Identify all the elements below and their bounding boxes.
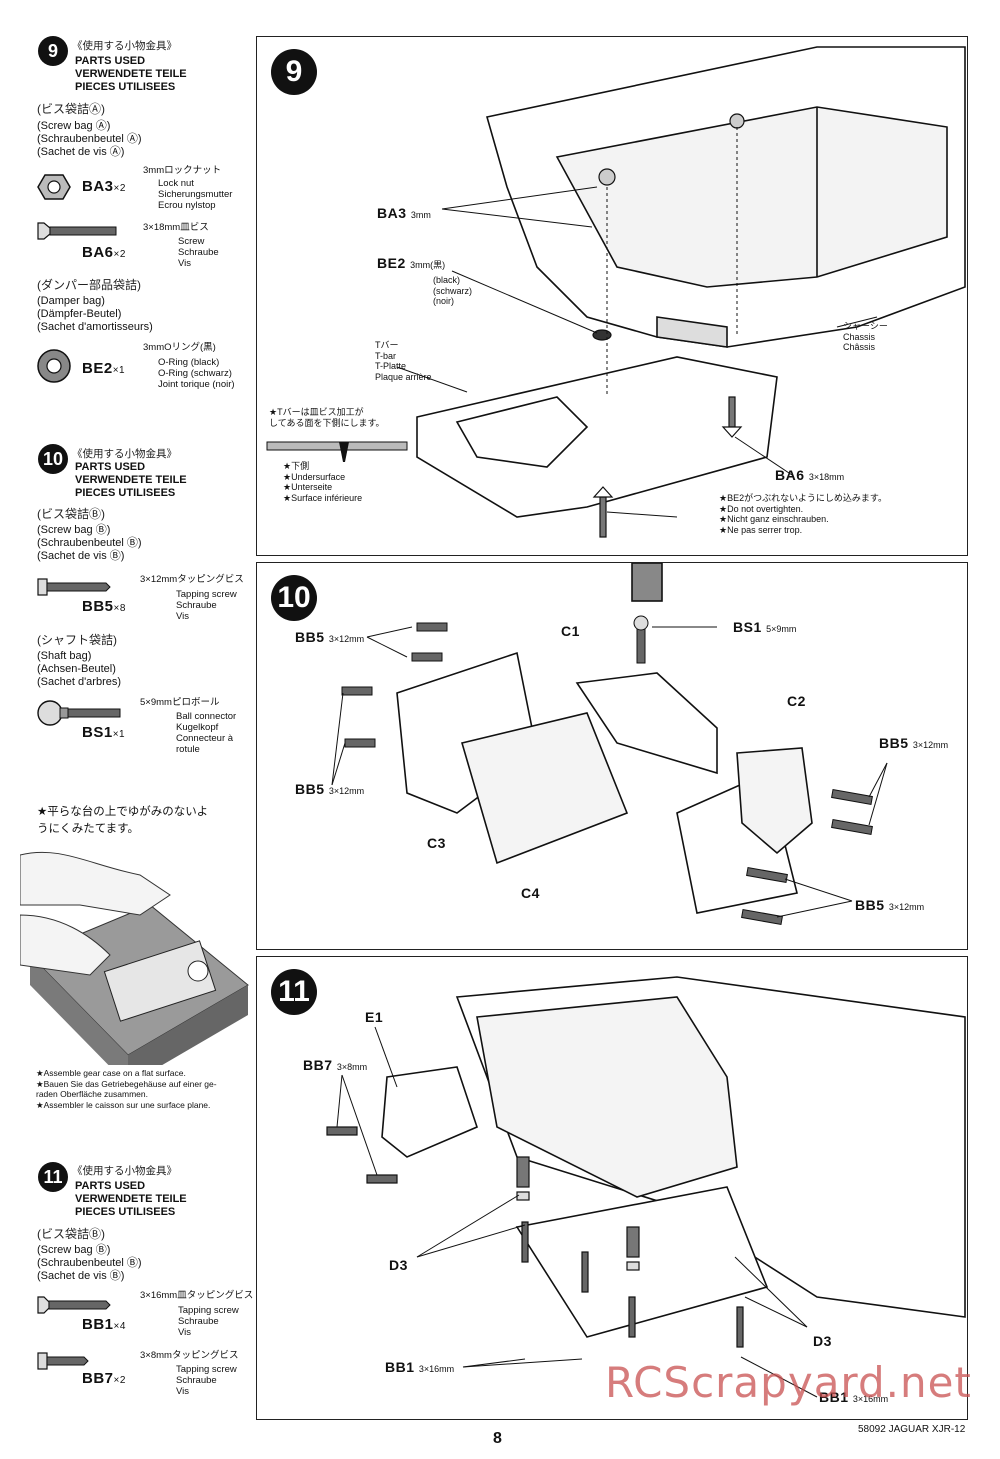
screw-bag-a-label: (Screw bag Ⓐ) (Schraubenbeutel Ⓐ) (Sache… — [37, 120, 142, 158]
tbar-orientation-note: ★Tバーは皿ビス加工がしてある面を下側にします。 — [269, 407, 385, 428]
bb1-code: BB1×4 — [82, 1316, 126, 1333]
overtighten-note: ★BE2がつぶれないようにしめ込みます。★Do not overtighten.… — [719, 493, 888, 535]
ba6-jp: 3×18mm皿ビス — [143, 222, 209, 233]
d3-label-left: D3 — [389, 1257, 408, 1273]
bs1-description: Ball connector Kugelkopf Connecteur à ro… — [176, 711, 237, 755]
bb1-label-left: BB1 3×16mm — [385, 1359, 455, 1375]
countersunk-tapping-screw-icon — [37, 1296, 111, 1314]
parts-sidebar: 9 《使用する小物金具》 PARTS USED VERWENDETE TEILE… — [0, 0, 260, 1459]
bs1-jp: 5×9mmピロボール — [140, 697, 220, 708]
bs1-label: BS1 5×9mm — [733, 619, 797, 635]
shaft-bag-label: (Shaft bag) (Achsen-Beutel) (Sachet d'ar… — [37, 650, 122, 688]
ba3-jp: 3mmロックナット — [143, 165, 222, 176]
bb7-jp: 3×8mmタッピングビス — [140, 1350, 239, 1361]
screw-bag-a-jp: (ビス袋詰Ⓐ) — [37, 102, 105, 116]
step-10-jp-heading: 《使用する小物金具》 — [72, 448, 177, 460]
step-10-badge: 10 — [38, 444, 68, 474]
step-11-jp-heading: 《使用する小物金具》 — [72, 1165, 177, 1177]
step-10-panel: 10 BB5 3×12mm BB5 3×12mm BB5 3×12mm BB5 … — [256, 562, 968, 950]
bb5-label-left: BB5 3×12mm — [295, 781, 365, 797]
bb1-jp: 3×16mm皿タッピングビス — [140, 1290, 254, 1301]
ba3-label: BA3 3mm — [377, 205, 431, 221]
c4-label: C4 — [521, 885, 540, 901]
bb5-label-right: BB5 3×12mm — [879, 735, 949, 751]
be2-color-note: (black)(schwarz)(noir) — [433, 275, 473, 306]
step-11-parts-heading: PARTS USED VERWENDETE TEILE PIECES UTILI… — [75, 1180, 187, 1218]
step-9-parts-heading: PARTS USED VERWENDETE TEILE PIECES UTILI… — [75, 55, 187, 93]
screw-bag-b-label: (Screw bag Ⓑ) (Schraubenbeutel Ⓑ) (Sache… — [37, 524, 142, 562]
bb5-label-top: BB5 3×12mm — [295, 629, 365, 645]
flat-surface-tip-jp: ★平らな台の上でゆがみのないよ うにくみたてます。 — [37, 806, 209, 835]
ba3-code: BA3×2 — [82, 178, 126, 195]
step-11-badge: 11 — [38, 1162, 68, 1192]
ba6-label: BA6 3×18mm — [775, 467, 845, 483]
be2-code: BE2×1 — [82, 360, 126, 377]
flat-surface-tip: ★Assemble gear case on a flat surface. ★… — [36, 1068, 217, 1110]
ba6-description: Screw Schraube Vis — [178, 236, 219, 269]
step-9-panel: 9 BA3 3mm BE2 3mm(黒) (black)(schwarz)(no… — [256, 36, 968, 556]
step-10-parts-heading: PARTS USED VERWENDETE TEILE PIECES UTILI… — [75, 461, 187, 499]
screw-bag-b-jp: (ビス袋詰Ⓑ) — [37, 507, 105, 521]
step-9-number: 9 — [271, 49, 317, 95]
bb5-description: Tapping screw Schraube Vis — [176, 589, 237, 622]
short-tapping-screw-icon — [37, 1352, 89, 1370]
shaft-bag-jp: (シャフト袋詰) — [37, 633, 117, 647]
step-11-number: 11 — [271, 969, 317, 1015]
be2-label: BE2 3mm(黒) — [377, 255, 446, 271]
step-9-jp-heading: 《使用する小物金具》 — [72, 40, 177, 52]
bb1-label-right: BB1 3×16mm — [819, 1389, 889, 1405]
c2-label: C2 — [787, 693, 806, 709]
gear-case-diagram — [331, 563, 888, 925]
model-number: 58092 JAGUAR XJR-12 — [858, 1424, 966, 1435]
ba3-description: Lock nut Sicherungsmutter Ecrou nylstop — [158, 178, 233, 211]
lock-nut-icon — [37, 174, 71, 200]
c1-label: C1 — [561, 623, 580, 639]
damper-bag-jp: (ダンパー部品袋詰) — [37, 278, 141, 292]
watermark: RCScrapyard.net — [605, 1358, 972, 1407]
bb5-jp: 3×12mmタッピングビス — [140, 574, 244, 585]
bb7-label: BB7 3×8mm — [303, 1057, 368, 1073]
step-10-number: 10 — [271, 575, 317, 621]
ball-connector-icon — [37, 700, 121, 726]
screw-bag-b-jp-11: (ビス袋詰Ⓑ) — [37, 1227, 105, 1241]
countersunk-screw-icon — [37, 222, 117, 240]
tapping-screw-icon — [37, 578, 111, 596]
be2-description: O-Ring (black) O-Ring (schwarz) Joint to… — [158, 357, 235, 390]
bb1-description: Tapping screw Schraube Vis — [178, 1305, 239, 1338]
e1-label: E1 — [365, 1009, 384, 1025]
c3-label: C3 — [427, 835, 446, 851]
ba6-code: BA6×2 — [82, 244, 126, 261]
chassis-tbar-diagram — [266, 46, 966, 538]
step-9-badge: 9 — [38, 36, 68, 66]
gear-case-mount-diagram — [326, 976, 966, 1398]
screw-bag-b-label-11: (Screw bag Ⓑ) (Schraubenbeutel Ⓑ) (Sache… — [37, 1244, 142, 1282]
be2-jp: 3mmOリング(黒) — [143, 342, 216, 353]
bb5-code: BB5×8 — [82, 598, 126, 615]
bb5-label-bottom: BB5 3×12mm — [855, 897, 925, 913]
bb7-description: Tapping screw Schraube Vis — [176, 1364, 237, 1397]
bb7-code: BB7×2 — [82, 1370, 126, 1387]
step-11-panel: 11 E1 BB7 3×8mm D3 D3 BB1 3×16mm BB1 3×1… — [256, 956, 968, 1420]
d3-label-right: D3 — [813, 1333, 832, 1349]
damper-bag-label: (Damper bag) (Dämpfer-Beutel) (Sachet d'… — [37, 295, 153, 333]
undersurface-note: ★下側★Undersurface★Unterseite★Surface infé… — [283, 461, 363, 503]
bs1-code: BS1×1 — [82, 724, 126, 741]
flat-surface-assembly-illustration — [20, 851, 249, 1065]
o-ring-icon — [37, 349, 71, 383]
page-number: 8 — [493, 1430, 502, 1447]
